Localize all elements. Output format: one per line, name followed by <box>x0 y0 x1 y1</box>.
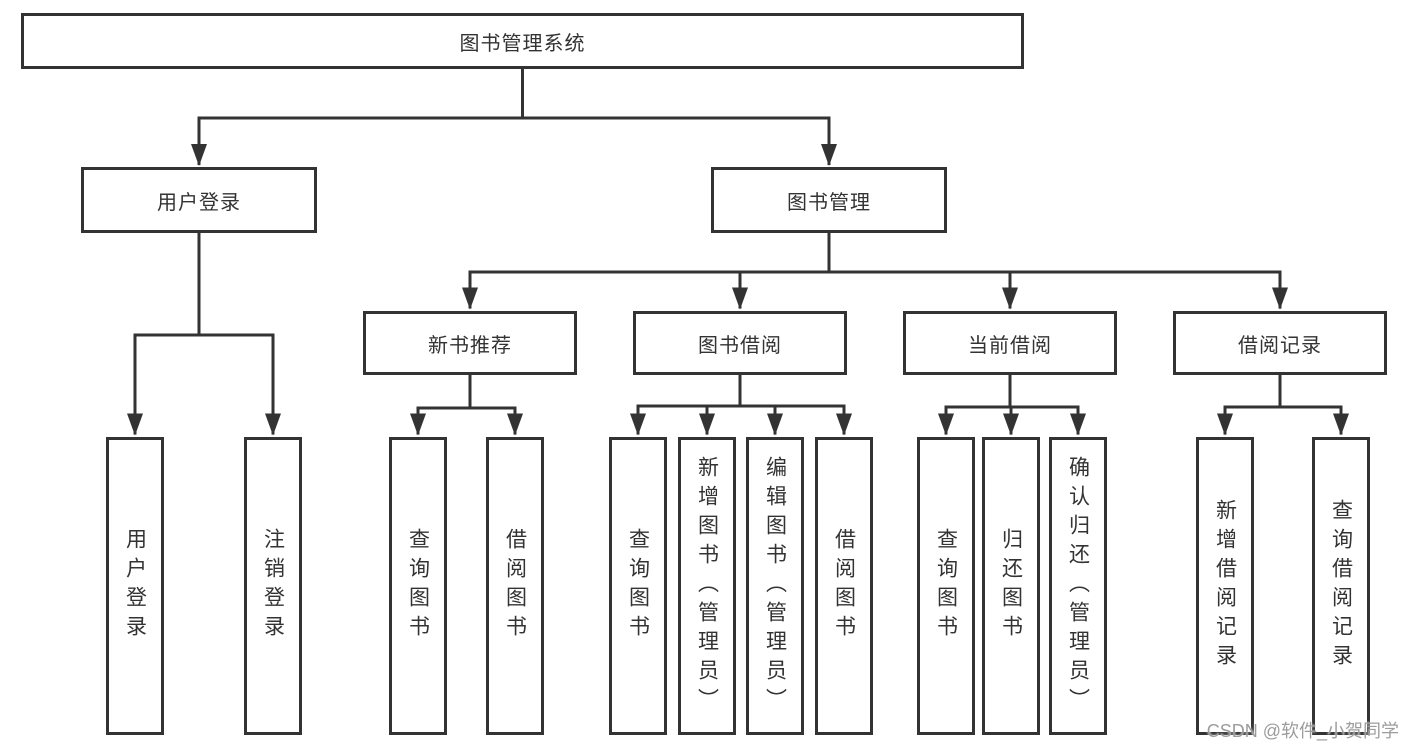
node-query-books-3-label: 查询图书 <box>934 528 958 644</box>
node-query-books-2-label: 查询图书 <box>626 528 650 644</box>
node-query-books-1: 查询图书 <box>389 437 447 735</box>
node-user-login-leaf: 用户登录 <box>106 437 164 735</box>
node-book-borrow: 图书借阅 <box>633 311 847 375</box>
node-user-login-label: 用户登录 <box>157 191 241 214</box>
node-add-book-admin: 新增图书（管理员） <box>678 437 736 735</box>
node-user-login: 用户登录 <box>81 167 317 233</box>
node-borrow-books-1-label: 借阅图书 <box>503 528 527 644</box>
node-query-books-3: 查询图书 <box>917 437 975 735</box>
node-query-books-2: 查询图书 <box>609 437 667 735</box>
node-new-book-recommend-label: 新书推荐 <box>428 334 512 357</box>
node-current-borrow: 当前借阅 <box>903 311 1117 375</box>
node-query-borrow-record: 查询借阅记录 <box>1312 437 1370 735</box>
node-book-borrow-label: 图书借阅 <box>698 334 782 357</box>
node-query-books-1-label: 查询图书 <box>406 528 430 644</box>
node-return-book: 归还图书 <box>982 437 1040 735</box>
node-edit-book-admin: 编辑图书（管理员） <box>746 437 804 735</box>
node-new-book-recommend: 新书推荐 <box>363 311 577 375</box>
node-book-management-label: 图书管理 <box>787 191 871 214</box>
node-borrow-books-1: 借阅图书 <box>486 437 544 735</box>
csdn-watermark: CSDN @软件_小贺同学 <box>1206 721 1399 741</box>
node-user-login-leaf-label: 用户登录 <box>123 528 147 644</box>
node-current-borrow-label: 当前借阅 <box>968 334 1052 357</box>
node-borrow-records-label: 借阅记录 <box>1238 334 1322 357</box>
node-confirm-return-admin: 确认归还（管理员） <box>1049 437 1107 735</box>
node-edit-book-admin-label: 编辑图书（管理员） <box>763 455 787 717</box>
node-logout-label: 注销登录 <box>261 528 285 644</box>
node-confirm-return-admin-label: 确认归还（管理员） <box>1066 455 1090 717</box>
node-query-borrow-record-label: 查询借阅记录 <box>1329 499 1353 673</box>
node-book-management: 图书管理 <box>711 167 947 233</box>
node-root-label: 图书管理系统 <box>459 32 586 55</box>
node-logout: 注销登录 <box>244 437 302 735</box>
node-add-book-admin-label: 新增图书（管理员） <box>695 455 719 717</box>
node-root: 图书管理系统 <box>21 13 1024 69</box>
node-borrow-books-2: 借阅图书 <box>815 437 873 735</box>
node-borrow-records: 借阅记录 <box>1173 311 1387 375</box>
node-return-book-label: 归还图书 <box>999 528 1023 644</box>
node-borrow-books-2-label: 借阅图书 <box>832 528 856 644</box>
node-add-borrow-record: 新增借阅记录 <box>1196 437 1254 735</box>
node-add-borrow-record-label: 新增借阅记录 <box>1213 499 1237 673</box>
